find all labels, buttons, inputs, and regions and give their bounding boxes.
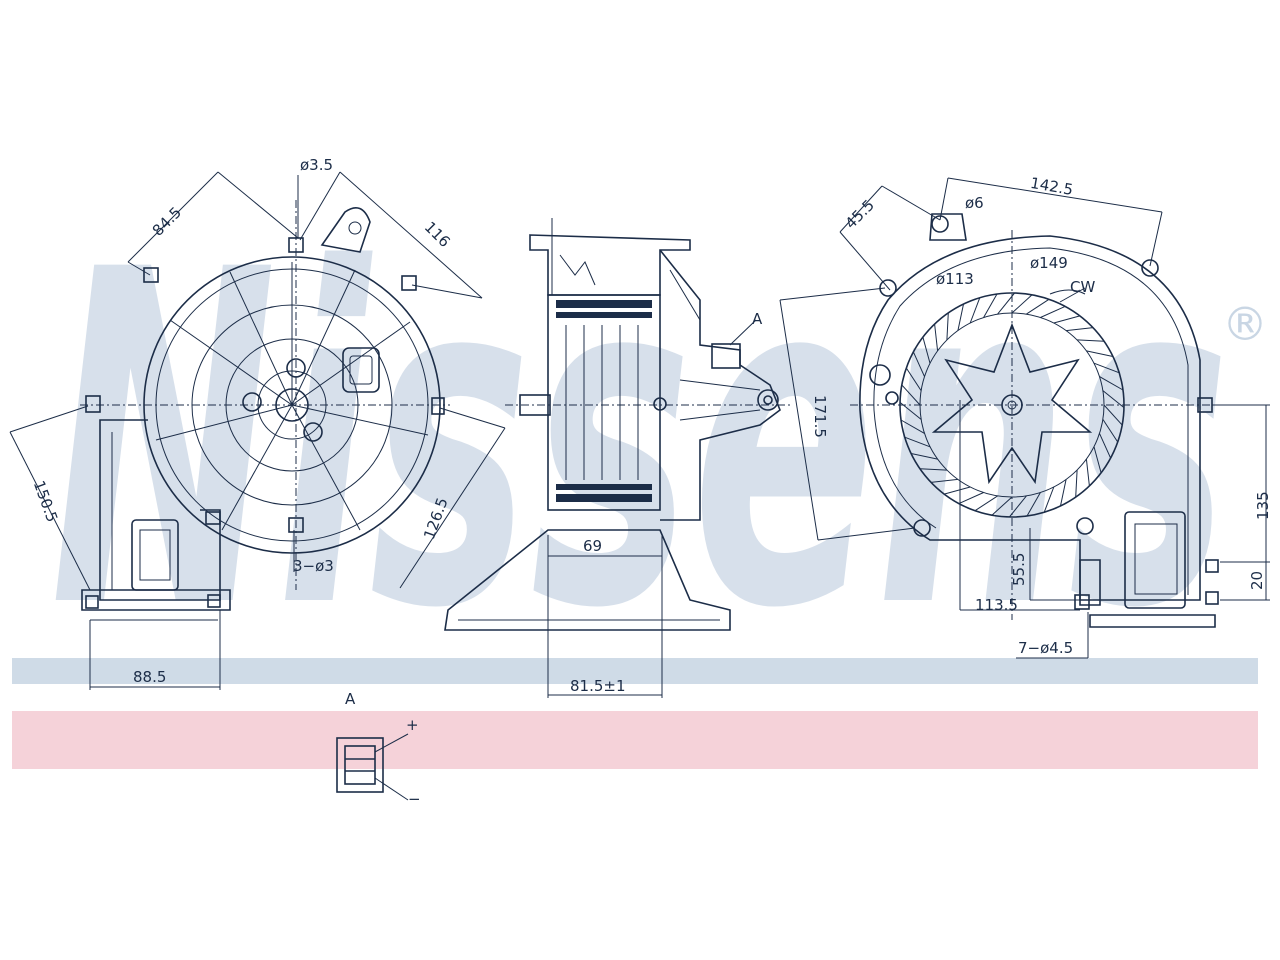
dim-171-5: 171.5	[811, 395, 829, 438]
impeller-blade	[1009, 495, 1027, 518]
connector-minus: −	[408, 790, 421, 808]
impeller-blade	[1060, 479, 1067, 507]
impeller-blade	[991, 496, 1013, 516]
dim-69: 69	[583, 537, 602, 555]
rotation-direction-cw: CW	[1070, 278, 1095, 296]
impeller-blade	[905, 367, 922, 391]
dim-81-5: 81.5±1	[570, 677, 626, 695]
impeller-blade	[1040, 305, 1066, 318]
impeller-blade	[901, 384, 921, 406]
side-view: 69 81.5±1 A	[444, 218, 790, 698]
impeller-blade	[1085, 459, 1090, 487]
registered-mark: ®	[1222, 297, 1268, 351]
dim-113-5: 113.5	[975, 596, 1018, 614]
brand-band-pink	[12, 711, 1258, 769]
impeller-blade	[1099, 376, 1124, 391]
rear-view: 45.5 142.5 ø6 ø113 ø149 CW 171.5 135 55.…	[779, 174, 1272, 659]
dim-diameter-149: ø149	[1030, 254, 1068, 272]
impeller-blade	[899, 402, 922, 420]
impeller-blade	[1077, 339, 1105, 342]
impeller-blade	[1066, 327, 1094, 332]
impeller-blade	[1093, 362, 1120, 374]
impeller-blade	[922, 336, 931, 364]
impeller-blade	[974, 495, 998, 512]
impeller-blade	[1102, 419, 1119, 443]
impeller-blade	[934, 323, 939, 351]
impeller-blade	[1053, 315, 1081, 324]
dim-7x-diameter-4-5: 7−ø4.5	[1018, 639, 1073, 657]
impeller-blade	[1026, 298, 1050, 315]
impeller-blade	[900, 419, 925, 434]
impeller-blade	[910, 453, 938, 460]
impeller-blade	[1075, 470, 1078, 498]
dim-diameter-113: ø113	[936, 270, 974, 288]
connector-ref-a: A	[752, 310, 763, 328]
impeller-blade	[969, 297, 981, 324]
impeller-blade	[1099, 433, 1112, 459]
impeller-blade	[1043, 486, 1055, 513]
impeller-blade	[1102, 390, 1125, 408]
brand-band-blue	[12, 658, 1258, 684]
connector-plus: +	[406, 716, 419, 734]
impeller-blade	[912, 351, 925, 377]
dim-3x-diameter-3: 3−ø3	[293, 557, 334, 575]
connector-detail-label: A	[345, 690, 356, 708]
impeller-blade	[1103, 404, 1123, 426]
impeller-blade	[943, 486, 971, 495]
impeller-blade	[957, 303, 964, 331]
dim-135: 135	[1254, 491, 1272, 520]
impeller-blade	[904, 436, 931, 448]
impeller-blade	[958, 492, 984, 505]
impeller-blade	[1093, 446, 1102, 474]
impeller-blade	[1011, 294, 1033, 314]
impeller-blade	[983, 293, 998, 318]
dim-88-5: 88.5	[133, 668, 166, 686]
connector-detail-a: A + −	[336, 690, 421, 808]
impeller-blade	[919, 468, 947, 471]
impeller-blade	[997, 292, 1015, 315]
impeller-blade	[930, 478, 958, 483]
impeller-blade	[1086, 350, 1114, 357]
dim-diameter-6: ø6	[965, 194, 984, 212]
impeller-blade	[946, 312, 949, 340]
dim-20: 20	[1248, 571, 1266, 590]
dim-diameter-3-5: ø3.5	[300, 156, 333, 174]
impeller-blade	[1026, 492, 1041, 517]
dim-55-5: 55.5	[1010, 553, 1028, 586]
